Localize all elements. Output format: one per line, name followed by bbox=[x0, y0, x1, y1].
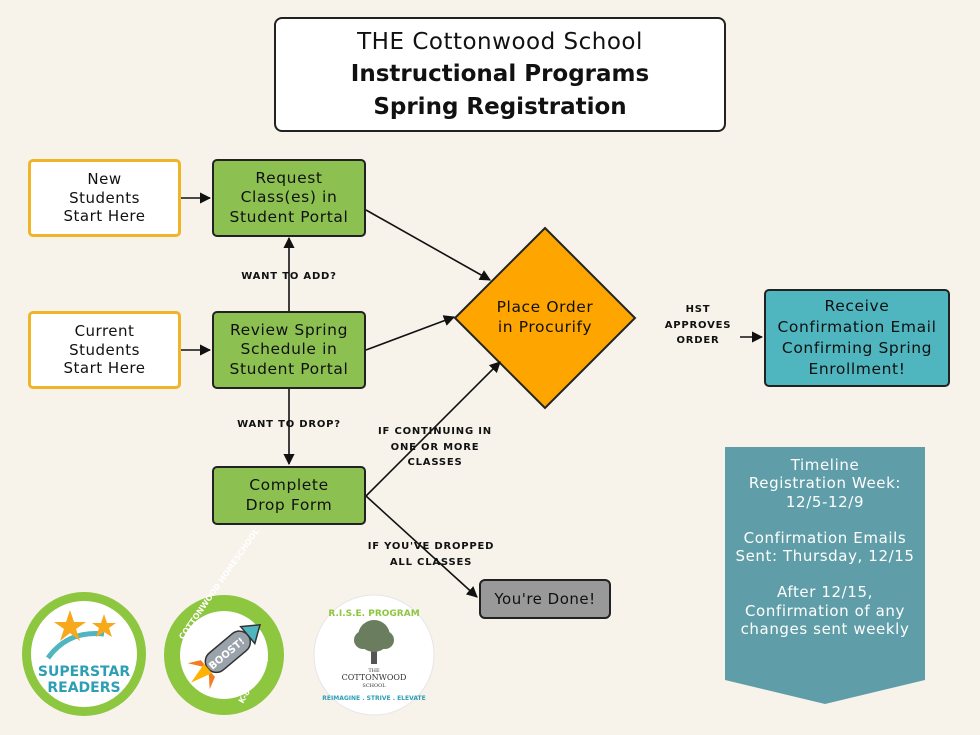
current-students-box: Current Students Start Here bbox=[28, 311, 181, 389]
rise-school-3: SCHOOL bbox=[362, 683, 386, 689]
star-icon bbox=[54, 610, 86, 641]
timeline-heading: Timeline bbox=[790, 456, 860, 474]
new-students-line: Students bbox=[69, 188, 140, 207]
review-line: Review Spring bbox=[229, 320, 349, 339]
timeline-line: 12/5-12/9 bbox=[785, 492, 865, 511]
timeline-line: Confirmation Emails bbox=[743, 528, 907, 547]
current-students-line: Students bbox=[69, 340, 140, 359]
request-line: Request bbox=[255, 168, 323, 187]
review-line: Schedule in bbox=[240, 340, 338, 359]
want-to-drop-label: WANT TO DROP? bbox=[237, 419, 341, 430]
place-order-label: Place Order in Procurify bbox=[470, 297, 620, 337]
receive-confirmation-box: Receive Confirmation Email Confirming Sp… bbox=[764, 289, 950, 387]
timeline-line: Sent: Thursday, 12/15 bbox=[735, 547, 915, 566]
dropped-line: ALL CLASSES bbox=[389, 556, 473, 568]
tree-icon bbox=[354, 620, 394, 664]
arrow-drop-to-order bbox=[365, 361, 501, 497]
arrow-drop-to-done bbox=[365, 495, 478, 598]
order-line: Place Order bbox=[496, 298, 594, 316]
receive-line: Confirming Spring bbox=[781, 339, 933, 357]
receive-line: Receive bbox=[824, 297, 890, 316]
new-students-line: Start Here bbox=[63, 207, 146, 226]
title-line-1: THE Cottonwood School bbox=[357, 29, 643, 56]
current-students-line: Start Here bbox=[63, 359, 146, 378]
timeline-text: Timeline Registration Week: 12/5-12/9 Co… bbox=[726, 456, 924, 638]
receive-line: Enrollment! bbox=[808, 359, 906, 378]
want-to-add-label: WANT TO ADD? bbox=[241, 271, 337, 282]
if-dropped-all-label: IF YOU'VE DROPPED ALL CLASSES bbox=[366, 539, 496, 570]
current-students-line: Current bbox=[74, 321, 135, 340]
continuing-line: CLASSES bbox=[407, 457, 463, 468]
superstar-readers-logo: SUPERSTAR READERS bbox=[22, 592, 146, 716]
timeline-line: Confirmation of any bbox=[744, 601, 905, 620]
dropped-line: IF YOU'VE DROPPED bbox=[367, 541, 495, 552]
arrow-request-to-order bbox=[365, 209, 491, 281]
order-line: in Procurify bbox=[497, 318, 593, 337]
superstar-word-2: READERS bbox=[47, 680, 120, 696]
drop-form-box: Complete Drop Form bbox=[212, 466, 366, 525]
done-box: You're Done! bbox=[479, 579, 611, 619]
request-classes-box: Request Class(es) in Student Portal bbox=[212, 159, 366, 237]
title-line-2: Instructional Programs bbox=[350, 61, 650, 88]
title-line-3: Spring Registration bbox=[373, 93, 627, 120]
receive-line: Confirmation Email bbox=[777, 318, 937, 337]
rise-title: R.I.S.E. PROGRAM bbox=[328, 609, 419, 619]
request-line: Student Portal bbox=[229, 207, 349, 226]
rise-program-logo: R.I.S.E. PROGRAM THE COTTONWOOD SCHOOL R… bbox=[313, 594, 435, 716]
done-label: You're Done! bbox=[494, 589, 596, 608]
boost-logo: COTTONWOOD HOMESCHOOL BOOST! K-8 BOOST! bbox=[164, 527, 284, 715]
timeline-banner bbox=[725, 447, 925, 704]
request-line: Class(es) in bbox=[240, 188, 338, 207]
rise-school-1: THE bbox=[368, 668, 380, 674]
hst-line: HST bbox=[685, 304, 711, 315]
arrow-review-to-order bbox=[365, 315, 456, 351]
hst-line: ORDER bbox=[676, 335, 720, 346]
timeline-line: After 12/15, bbox=[777, 583, 873, 602]
new-students-line: New bbox=[87, 169, 122, 188]
review-schedule-box: Review Spring Schedule in Student Portal bbox=[212, 311, 366, 389]
hst-line: APPROVES bbox=[664, 319, 732, 331]
drop-line: Drop Form bbox=[245, 495, 333, 514]
rise-school-2: COTTONWOOD bbox=[342, 673, 407, 682]
star-icon bbox=[92, 614, 116, 637]
rise-bottom: REIMAGINE . STRIVE . ELEVATE bbox=[322, 695, 425, 702]
if-continuing-label: IF CONTINUING IN ONE OR MORE CLASSES bbox=[370, 424, 500, 471]
hst-approves-label: HST APPROVES ORDER bbox=[660, 302, 736, 349]
timeline-line: Registration Week: bbox=[748, 474, 902, 493]
title-box: THE Cottonwood School Instructional Prog… bbox=[274, 17, 726, 132]
review-line: Student Portal bbox=[229, 359, 349, 378]
continuing-line: IF CONTINUING IN bbox=[378, 426, 492, 437]
drop-line: Complete bbox=[249, 476, 329, 495]
continuing-line: ONE OR MORE bbox=[390, 441, 480, 453]
superstar-word-1: SUPERSTAR bbox=[38, 664, 130, 680]
new-students-box: New Students Start Here bbox=[28, 159, 181, 237]
timeline-line: changes sent weekly bbox=[740, 620, 910, 639]
